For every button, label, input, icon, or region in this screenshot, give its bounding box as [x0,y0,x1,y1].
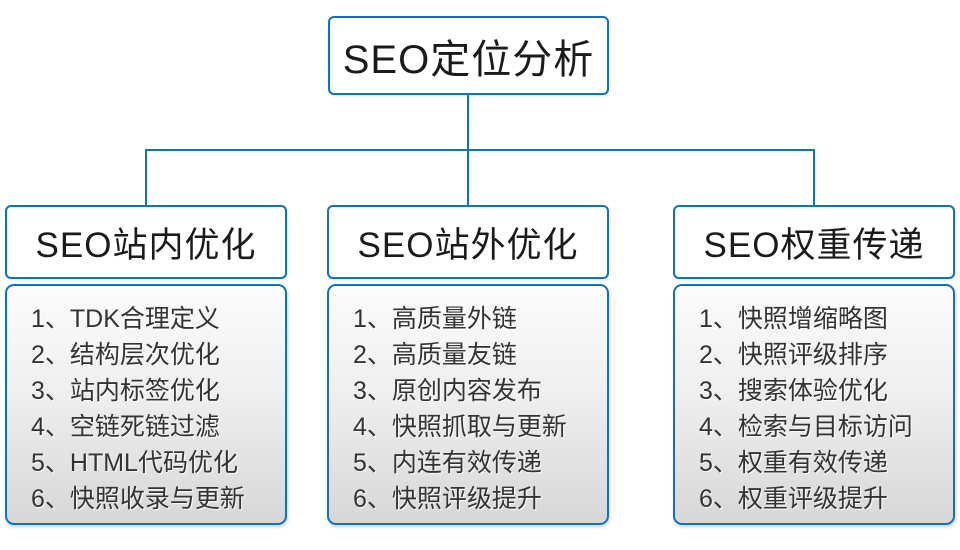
list-item: 3、搜索体验优化 [699,377,888,405]
list-item: 2、结构层次优化 [31,341,220,369]
connector-root-stem [467,95,469,150]
list-item: 6、快照评级提升 [353,485,542,513]
list-item: 4、空链死链过滤 [31,413,220,441]
column-weight-header: SEO权重传递 [673,205,955,279]
list-item: 4、快照抓取与更新 [353,413,567,441]
list-item: 3、站内标签优化 [31,377,220,405]
list-item: 2、快照评级排序 [699,341,888,369]
list-item: 4、检索与目标访问 [699,413,913,441]
column-weight-title: SEO权重传递 [703,225,925,265]
column-offsite-title: SEO站外优化 [357,225,579,265]
column-onsite: SEO站内优化 1、TDK合理定义 2、结构层次优化 3、站内标签优化 4、空链… [5,205,287,525]
column-onsite-title: SEO站内优化 [35,225,257,265]
list-item: 1、高质量外链 [353,305,517,333]
column-offsite: SEO站外优化 1、高质量外链 2、高质量友链 3、原创内容发布 4、快照抓取与… [327,205,609,525]
list-item: 6、权重评级提升 [699,485,888,513]
column-weight-panel: 1、快照增缩略图 2、快照评级排序 3、搜索体验优化 4、检索与目标访问 5、权… [673,284,955,525]
list-item: 3、原创内容发布 [353,377,542,405]
column-offsite-panel: 1、高质量外链 2、高质量友链 3、原创内容发布 4、快照抓取与更新 5、内连有… [327,284,609,525]
connector-rail [145,149,815,151]
column-onsite-panel: 1、TDK合理定义 2、结构层次优化 3、站内标签优化 4、空链死链过滤 5、H… [5,284,287,525]
list-item: 5、内连有效传递 [353,449,542,477]
connector-drop-right [813,149,815,207]
list-item: 5、HTML代码优化 [31,449,238,477]
column-onsite-header: SEO站内优化 [5,205,287,279]
column-weight: SEO权重传递 1、快照增缩略图 2、快照评级排序 3、搜索体验优化 4、检索与… [673,205,955,525]
connector-drop-left [145,149,147,207]
list-item: 6、快照收录与更新 [31,485,245,513]
connector-drop-middle [467,149,469,207]
list-item: 1、快照增缩略图 [699,305,888,333]
list-item: 5、权重有效传递 [699,449,888,477]
column-offsite-header: SEO站外优化 [327,205,609,279]
list-item: 2、高质量友链 [353,341,517,369]
root-node-label: SEO定位分析 [342,37,595,82]
list-item: 1、TDK合理定义 [31,305,220,333]
root-node: SEO定位分析 [328,16,609,95]
